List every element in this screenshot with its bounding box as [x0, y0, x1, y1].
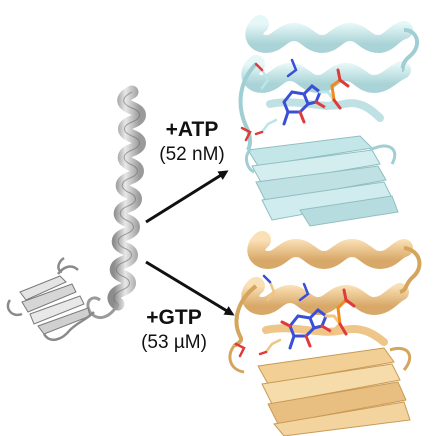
apo-beta-domain [6, 256, 95, 342]
atp-side-chains [240, 58, 298, 142]
apo-structure [6, 85, 146, 342]
atp-affinity-value: (52 nM) [159, 144, 225, 165]
gtp-ligand [280, 288, 356, 350]
atp-helices [238, 15, 420, 151]
gtp-binding-label: +GTP (53 µM) [122, 307, 226, 352]
atp-binding-label: +ATP (52 nM) [140, 119, 244, 164]
gtp-beta-sheet [228, 345, 412, 436]
atp-ligand [282, 68, 350, 126]
gtp-ligand-name: +GTP [146, 306, 202, 329]
arrow-right-up [145, 170, 229, 224]
arrow-right-down [145, 260, 235, 316]
gtp-affinity-value: (53 µM) [141, 332, 207, 353]
gtp-side-chains [234, 274, 310, 358]
apo-linker-loop [86, 296, 120, 320]
atp-beta-sheet [245, 135, 399, 227]
atp-bound-structure [238, 15, 420, 227]
gtp-bound-structure [228, 231, 422, 436]
atp-ligand-name: +ATP [165, 118, 219, 141]
apo-long-helix [107, 85, 146, 311]
